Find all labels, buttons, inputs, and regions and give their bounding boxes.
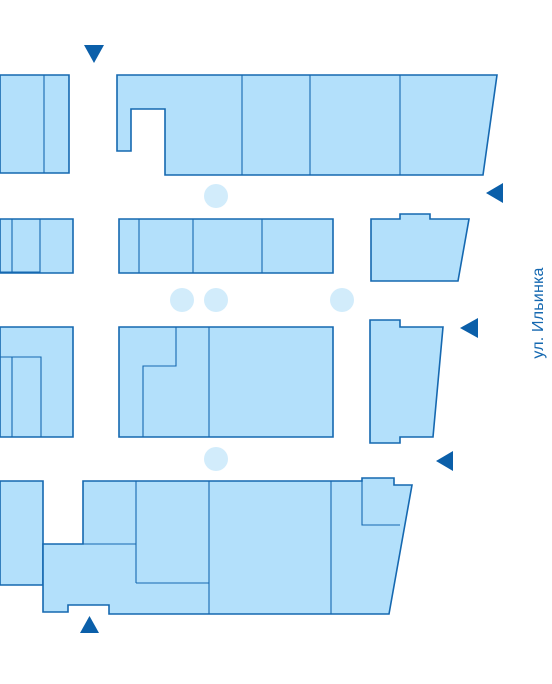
entrance-right-arrow-icon[interactable] (460, 318, 478, 338)
entrance-right-arrow-icon[interactable] (486, 183, 503, 203)
circle-marker[interactable] (170, 288, 194, 312)
block-row3-middle[interactable] (118, 326, 334, 438)
circle-marker[interactable] (204, 447, 228, 471)
circle-marker[interactable] (204, 288, 228, 312)
block-row4-left[interactable] (0, 480, 44, 586)
block-row2-right[interactable] (370, 213, 470, 282)
circle-marker[interactable] (330, 288, 354, 312)
block-row1-left[interactable] (0, 74, 70, 174)
entrance-bottom-arrow-icon[interactable] (80, 616, 99, 633)
block-row2-left[interactable] (0, 218, 74, 274)
block-row1-right[interactable] (116, 74, 498, 176)
circle-marker[interactable] (204, 184, 228, 208)
block-row3-left[interactable] (0, 326, 74, 438)
block-row2-middle[interactable] (118, 218, 334, 274)
street-label: ул. Ильинка (530, 267, 547, 359)
block-row4-right[interactable] (42, 477, 413, 615)
entrance-top-arrow-icon[interactable] (84, 45, 104, 63)
block-row3-right[interactable] (369, 319, 444, 444)
entrance-right-arrow-icon[interactable] (436, 451, 453, 471)
